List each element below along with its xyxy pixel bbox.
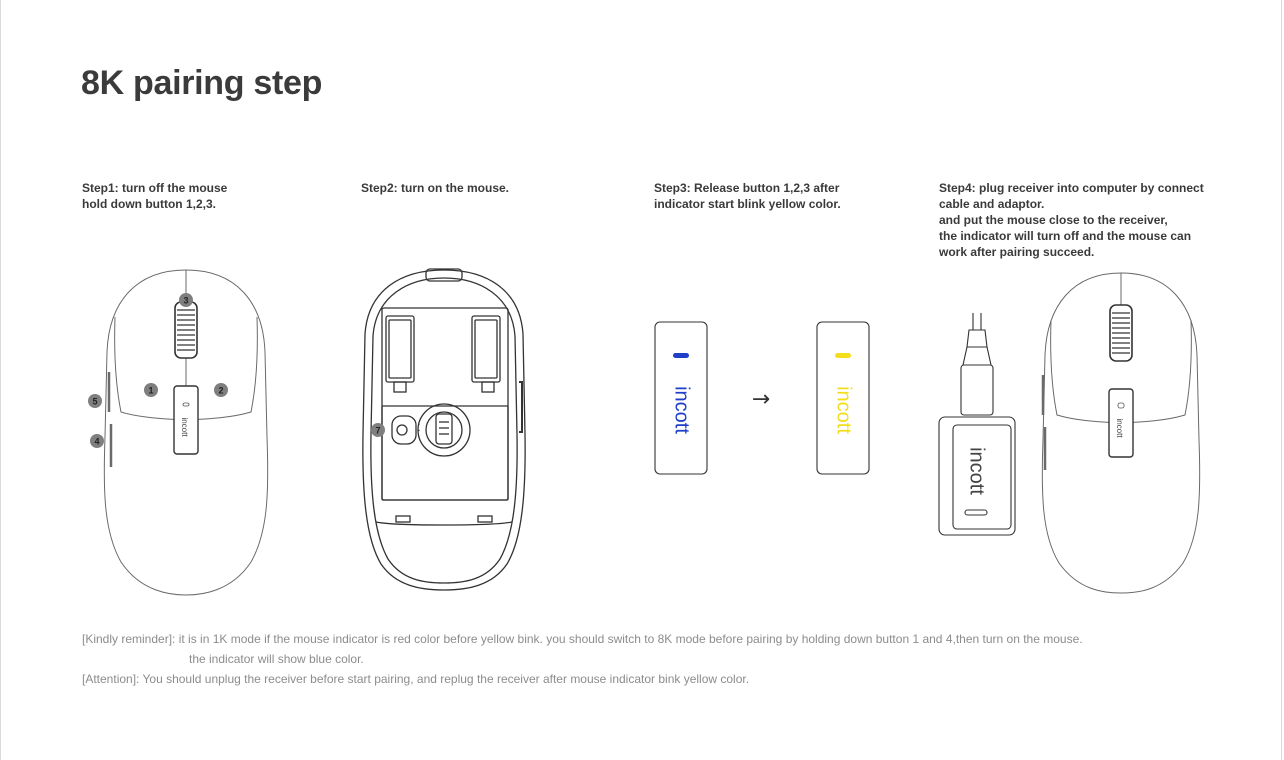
brand-logo-text: incott [180, 417, 189, 437]
attention-label: [Attention]: [82, 672, 140, 686]
notes: [Kindly reminder]: it is in 1K mode if t… [82, 629, 1083, 689]
callout-3: 3 [183, 296, 188, 306]
svg-text:▪: ▪ [418, 428, 420, 434]
receiver-brand-yellow: incott [833, 386, 855, 434]
step-4-text: Step4: plug receiver into computer by co… [939, 180, 1204, 260]
callout-7: 7 [375, 426, 380, 436]
step-line: Step1: turn off the mouse [82, 181, 228, 195]
callout-2: 2 [218, 386, 223, 396]
callout-4: 4 [94, 437, 99, 447]
step-line: and put the mouse close to the receiver, [939, 213, 1168, 227]
callout-1: 1 [148, 386, 153, 396]
transition-arrow: → [752, 387, 770, 412]
step-1-text: Step1: turn off the mouse hold down butt… [82, 180, 227, 212]
step-line: indicator start blink yellow color. [654, 197, 841, 211]
reminder-text: it is in 1K mode if the mouse indicator … [175, 632, 1083, 646]
mouse-top-view-illustration: incott 3 1 2 5 4 [88, 269, 269, 596]
page-title: 8K pairing step [81, 64, 323, 102]
attention-note: [Attention]: You should unplug the recei… [82, 669, 1083, 689]
svg-text:▪: ▪ [418, 422, 420, 428]
step-3-text: Step3: Release button 1,2,3 after indica… [654, 180, 841, 212]
step-line: Step2: turn on the mouse. [361, 181, 510, 195]
receiver-indicator-illustration: incott → incott [654, 321, 870, 475]
step-line: the indicator will turn off and the mous… [939, 229, 1192, 243]
step-line: Step4: plug receiver into computer by co… [939, 181, 1204, 195]
step-line: cable and adaptor. [939, 197, 1045, 211]
reminder-note: [Kindly reminder]: it is in 1K mode if t… [82, 629, 1083, 649]
step-line: Step3: Release button 1,2,3 after [654, 181, 840, 195]
adapter-brand-text: incott [966, 447, 988, 495]
attention-text: You should unplug the receiver before st… [139, 672, 750, 686]
reminder-label: [Kindly reminder]: [82, 632, 176, 646]
mouse-brand-text: incott [1115, 418, 1124, 438]
svg-text:▪: ▪ [418, 434, 420, 440]
receiver-adapter-mouse-illustration: incott incott [938, 272, 1201, 594]
mouse-bottom-view-illustration: ▪▪▪ 7 [362, 268, 526, 591]
reminder-note-continued: the indicator will show blue color. [189, 652, 364, 666]
step-line: work after pairing succeed. [939, 245, 1095, 259]
receiver-brand-blue: incott [671, 386, 693, 434]
callout-5: 5 [92, 397, 97, 407]
step-line: hold down button 1,2,3. [82, 197, 216, 211]
step-2-text: Step2: turn on the mouse. [361, 180, 509, 196]
